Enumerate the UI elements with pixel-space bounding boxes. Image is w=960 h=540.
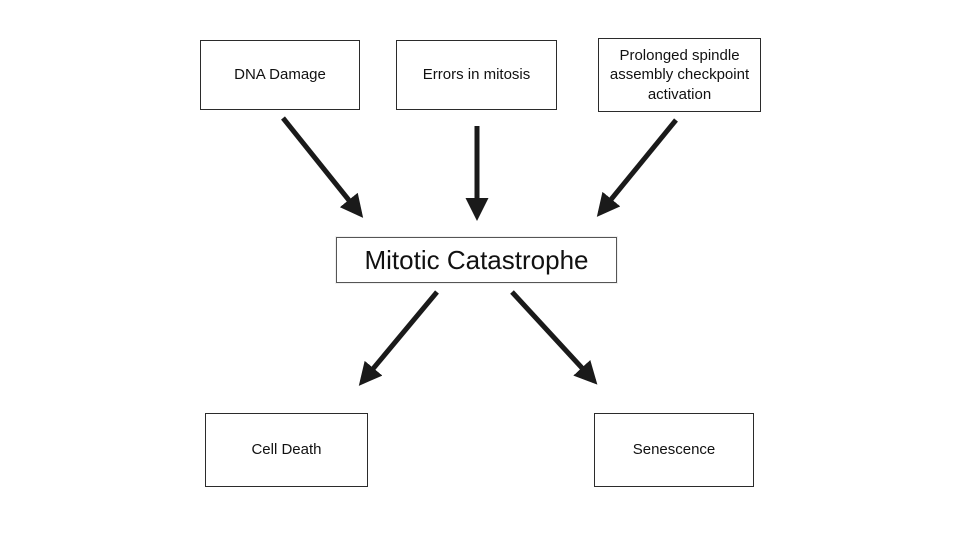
node-spindle-checkpoint-label: Prolonged spindle assembly checkpoint ac… <box>609 46 750 103</box>
node-cell-death-label: Cell Death <box>251 441 322 459</box>
node-senescence-label: Senescence <box>632 441 716 459</box>
arrow-dna-to-mitotic <box>281 116 364 218</box>
node-dna-damage-label: DNA Damage <box>234 66 326 84</box>
node-dna-damage: DNA Damage <box>200 40 360 110</box>
arrow-mitotic-to-celldeath <box>358 290 439 386</box>
arrow-mitotic-to-senescence <box>510 290 598 385</box>
node-mitotic-catastrophe-label: Mitotic Catastrophe <box>364 244 589 275</box>
node-senescence: Senescence <box>594 413 754 487</box>
node-mitotic-catastrophe: Mitotic Catastrophe <box>336 237 617 283</box>
node-errors-in-mitosis-label: Errors in mitosis <box>422 66 531 84</box>
arrow-spindle-to-mitotic <box>596 118 678 217</box>
node-cell-death: Cell Death <box>205 413 368 487</box>
node-errors-in-mitosis: Errors in mitosis <box>396 40 557 110</box>
node-spindle-checkpoint: Prolonged spindle assembly checkpoint ac… <box>598 38 761 112</box>
